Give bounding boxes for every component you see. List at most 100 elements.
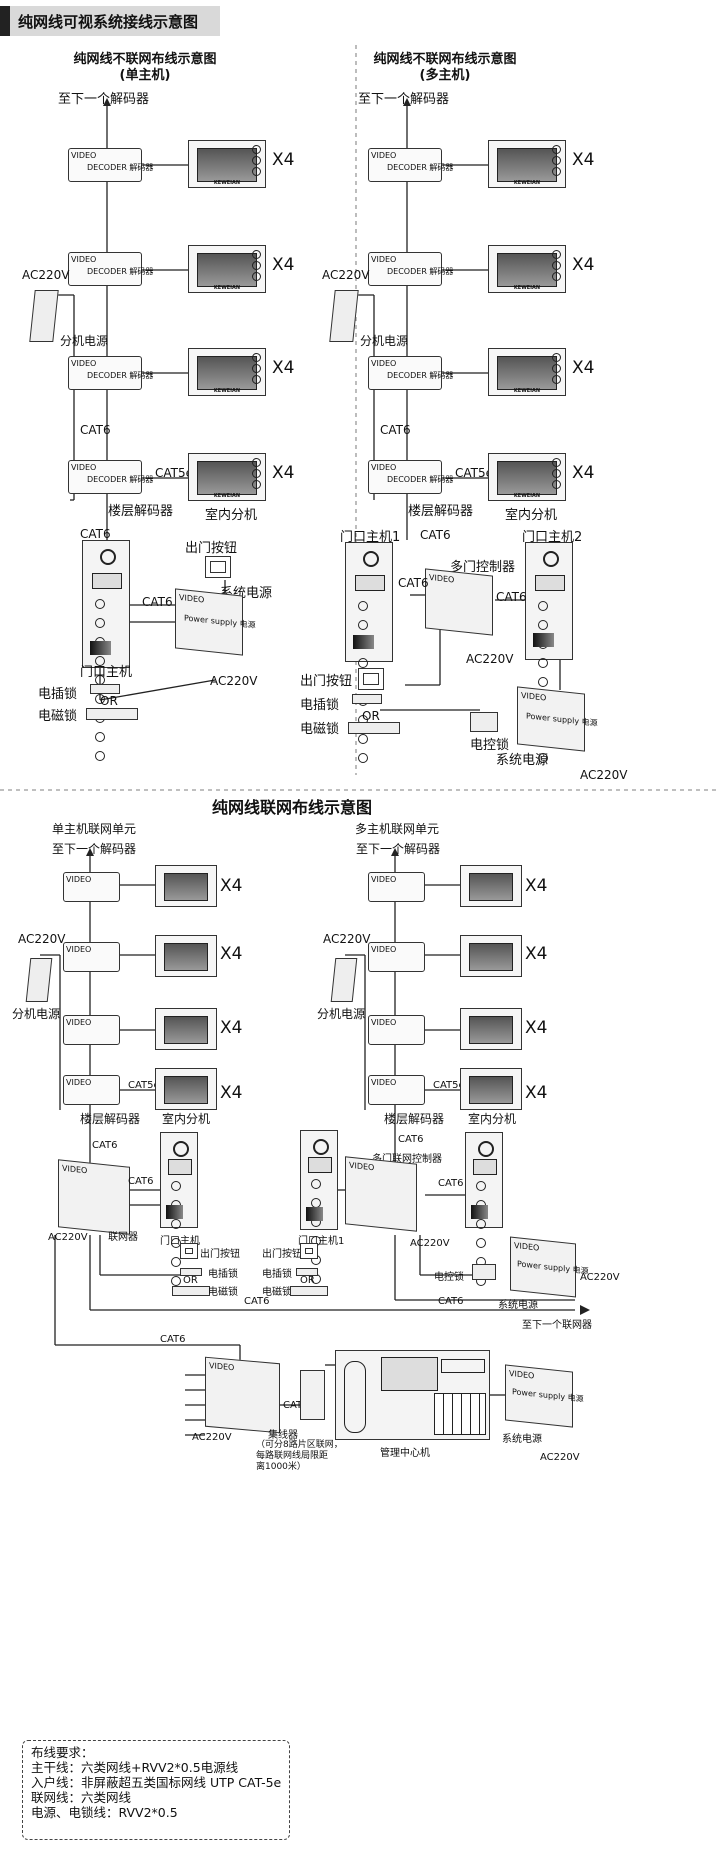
indoor-monitor-4 <box>155 1068 217 1110</box>
cat6-mgmt-label: CAT6 <box>283 1400 309 1411</box>
banner-title: 纯网线可视系统接线示意图 <box>18 13 199 31</box>
sub-power-ac-label: AC220V <box>323 932 371 946</box>
controller-logo: VIDEO <box>349 1160 375 1173</box>
psu-logo: VIDEO <box>521 690 547 703</box>
ac220v-label: AC220V <box>48 1232 88 1243</box>
door-host1-label: 门口主机1 <box>340 530 401 545</box>
sub-power-unit <box>330 958 358 1002</box>
elec-lock-device <box>296 1268 318 1276</box>
quantity-label: X4 <box>220 876 243 896</box>
mag-lock-device <box>172 1286 210 1296</box>
quantity-label: X4 <box>572 463 595 483</box>
cat6-label-b: CAT6 <box>438 1178 464 1189</box>
indoor-monitor-1 <box>155 865 217 907</box>
floor-decoder-label: 楼层解码器 <box>80 1112 141 1126</box>
monitor-brand: KEWEIAN <box>213 388 241 394</box>
monitor-brand: KEWEIAN <box>513 493 541 499</box>
decoder-logo: VIDEO <box>71 255 97 264</box>
indoor-monitor-1: KEWEIAN <box>488 140 566 188</box>
decoder-logo: VIDEO <box>371 463 397 472</box>
indoor-monitor-4: KEWEIAN <box>188 453 266 501</box>
banner-accent <box>0 6 10 36</box>
sub-power-unit <box>25 958 53 1002</box>
door-host-label: 门口主机 <box>160 1236 200 1247</box>
decoder-logo: VIDEO <box>66 875 92 884</box>
requirement-household: 入户线：非屏蔽超五类国标网线 UTP CAT-5e <box>31 1775 282 1790</box>
exit-button-device <box>358 668 384 690</box>
quantity-label: X4 <box>572 255 595 275</box>
sub-power-ac-label: AC220V <box>322 268 370 282</box>
indoor-monitor-2: KEWEIAN <box>488 245 566 293</box>
mgmt-keypad-top <box>441 1359 485 1373</box>
cat6-label-b: CAT6 <box>398 576 429 590</box>
floor-decoder-1: VIDEO <box>63 872 120 902</box>
floor-decoder-2: VIDEO <box>63 942 120 972</box>
indoor-monitor-3: KEWEIAN <box>188 348 266 396</box>
quantity-label: X4 <box>572 358 595 378</box>
cat6-label: CAT6 <box>398 1134 424 1145</box>
ac220v-label: AC220V <box>210 674 258 688</box>
decoder-label: DECODER 解码器 <box>387 371 454 380</box>
door-host2-panel <box>465 1132 503 1286</box>
floor-decoder-3: VIDEO <box>63 1015 120 1045</box>
top-right-subtitle: (多主机) <box>419 68 471 83</box>
floor-decoder-4: VIDEO <box>63 1075 120 1105</box>
indoor-unit-label: 室内分机 <box>468 1112 517 1126</box>
mag-lock-label: 电磁锁 <box>262 1287 292 1298</box>
ctrl-lock-label: 电控锁 <box>470 738 510 753</box>
indoor-unit-label: 室内分机 <box>505 508 558 523</box>
cat6-label: CAT6 <box>80 423 111 437</box>
multi-net-controller-label: 多门联网控制器 <box>372 1154 442 1165</box>
elec-lock-label: 电插锁 <box>208 1269 238 1280</box>
indoor-monitor-2 <box>155 935 217 977</box>
quantity-label: X4 <box>220 1083 243 1103</box>
floor-decoder-label: 楼层解码器 <box>408 504 474 519</box>
monitor-brand: KEWEIAN <box>213 285 241 291</box>
wiring-requirements-box: 布线要求： 主干线：六类网线+RVV2*0.5电源线 入户线：非屏蔽超五类国标网… <box>22 1740 290 1840</box>
cat6-label-c: CAT6 <box>496 590 527 604</box>
net-device: VIDEO <box>58 1159 130 1235</box>
indoor-monitor-1: KEWEIAN <box>188 140 266 188</box>
decoder-label: DECODER 解码器 <box>87 267 154 276</box>
hub-note-3: 离1000米） <box>256 1462 306 1472</box>
top-left-subtitle: (单主机) <box>119 68 171 83</box>
or-label: OR <box>100 694 118 708</box>
camera-icon <box>100 549 116 565</box>
indoor-monitor-4: KEWEIAN <box>488 453 566 501</box>
elec-lock-label: 电插锁 <box>262 1269 292 1280</box>
ac220v-label: AC220V <box>580 768 628 782</box>
monitor-buttons <box>252 145 261 178</box>
quantity-label: X4 <box>272 150 295 170</box>
cat6-label-b: CAT6 <box>128 1176 154 1187</box>
cat6-label: CAT6 <box>92 1140 118 1151</box>
cat6-hub-label: CAT6 <box>160 1334 186 1345</box>
elec-lock-device <box>180 1268 202 1276</box>
camera-icon <box>543 551 559 567</box>
sub-power-label: 分机电源 <box>317 1007 366 1021</box>
quantity-label: X4 <box>272 255 295 275</box>
net-device-logo: VIDEO <box>62 1163 88 1176</box>
management-center-device <box>335 1350 490 1440</box>
hub-adapter <box>300 1370 325 1420</box>
door-host1-panel <box>345 542 393 763</box>
system-power-label: 系统电源 <box>496 753 549 768</box>
quantity-label: X4 <box>272 358 295 378</box>
indoor-monitor-3 <box>460 1008 522 1050</box>
decoder-logo: VIDEO <box>66 945 92 954</box>
multi-net-controller: VIDEO <box>345 1156 417 1232</box>
multi-door-controller-label: 多门控制器 <box>450 560 516 575</box>
sub-power-label: 分机电源 <box>360 334 409 348</box>
cat5e-label: CAT5e <box>433 1080 465 1091</box>
multi-host-unit-title: 多主机联网单元 <box>355 822 440 836</box>
requirements-title: 布线要求： <box>31 1745 94 1760</box>
door-host2-panel <box>525 542 573 763</box>
sub-power-label: 分机电源 <box>60 334 109 348</box>
quantity-label: X4 <box>525 1083 548 1103</box>
